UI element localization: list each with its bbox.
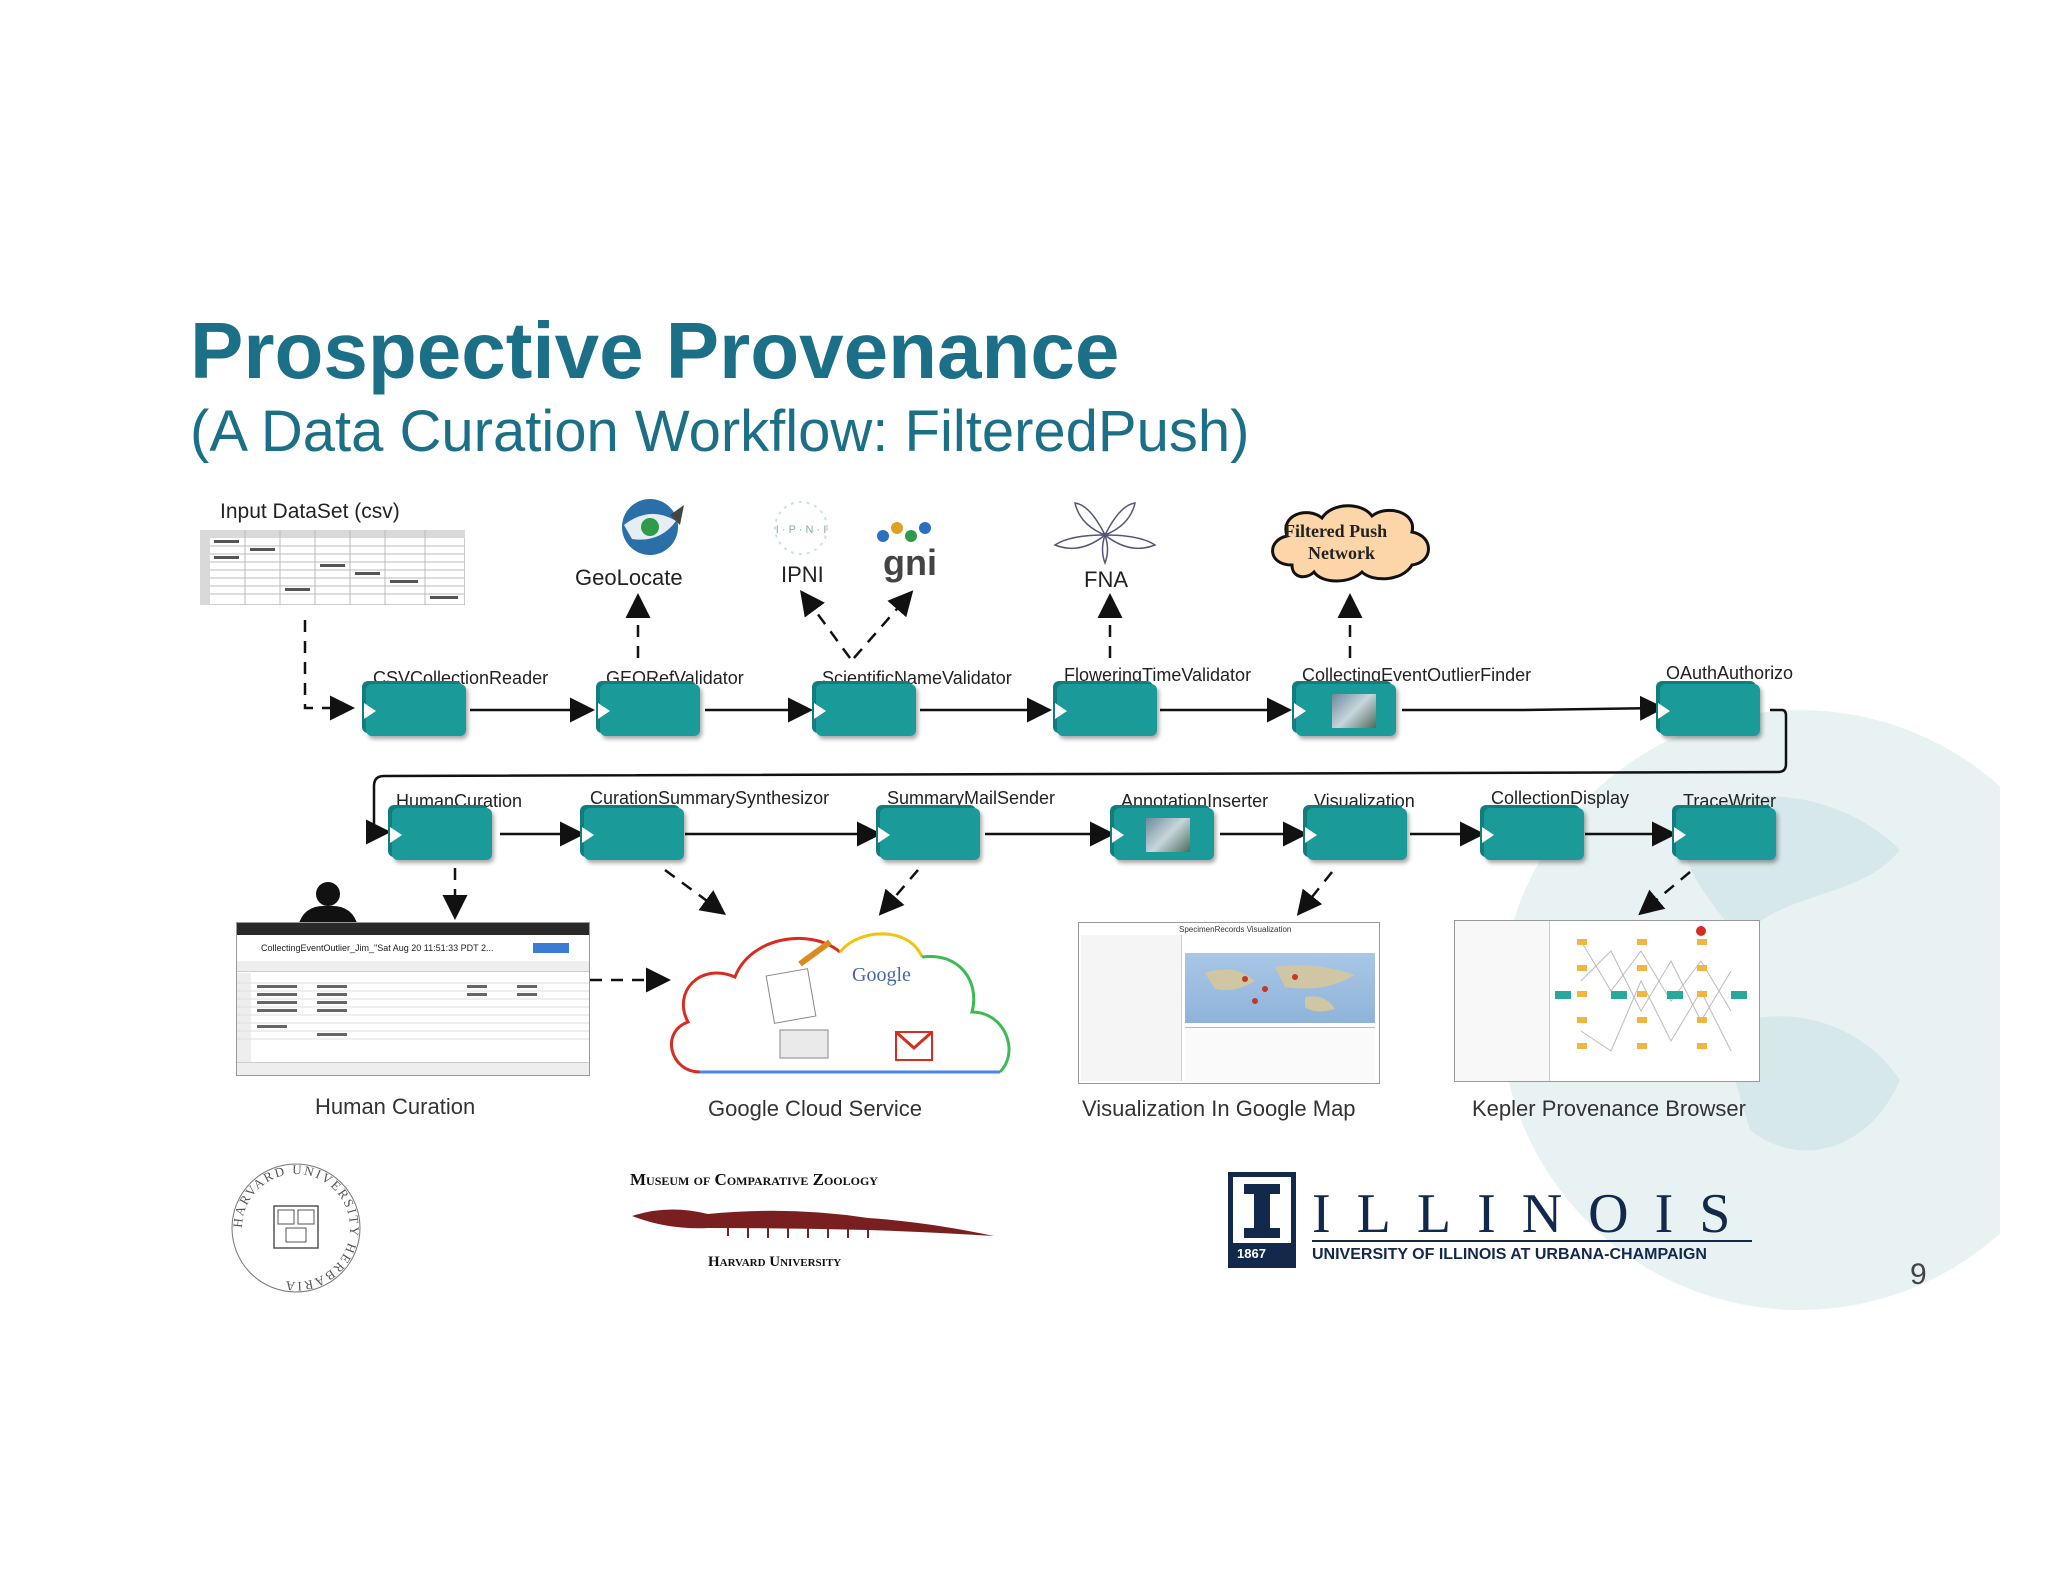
gni-logo-text: gni [883,542,937,583]
illinois-name: ILLINOIS [1312,1183,1757,1245]
spreadsheet-grid [237,973,589,1063]
person-silhouette-icon [298,882,358,926]
geolocate-icon [622,499,684,555]
page-number: 9 [1910,1258,1927,1291]
provenance-graph [1555,926,1747,1052]
filtered-push-line2: Network [1308,543,1375,563]
google-cloud-icon [670,932,1011,1074]
csv-spreadsheet-icon [200,530,465,605]
actor-thumbnail-image [1332,694,1376,728]
gni-dots-icon [877,522,931,542]
caption-google-cloud: Google Cloud Service [708,1096,923,1121]
mcz-bottom-text: Harvard University [708,1254,842,1270]
actor-label-visualization: Visualization [1314,791,1415,811]
map-markers [1205,965,1355,1012]
caption-visualization: Visualization In Google Map [1082,1096,1356,1121]
spreadsheet-title: CollectingEventOutlier_Jim_"Sat Aug 20 1… [261,943,494,953]
slide-subtitle: (A Data Curation Workflow: FilteredPush) [190,399,1250,464]
slide-title: Prospective Provenance [190,306,1120,395]
actor-label-tracewriter: TraceWriter [1683,791,1777,811]
svg-text:I · P · N · I: I · P · N · I [776,524,827,536]
illinois-subtitle: UNIVERSITY OF ILLINOIS AT URBANA-CHAMPAI… [1312,1246,1707,1263]
actor-label-georefvalidator: GEORefValidator [606,668,744,688]
actor-label-collectingeventoutlierfinder: CollectingEventOutlierFinder [1302,665,1532,685]
illinois-divider [1312,1240,1752,1242]
input-dataset-label: Input DataSet (csv) [220,500,400,523]
actor-label-summarymailsender: SummaryMailSender [887,788,1056,808]
ipni-label: IPNI [781,562,824,587]
actor-label-floweringtimevalidator: FloweringTimeValidator [1064,665,1252,685]
actor-label-scientificnamevalidator: ScientificNameValidator [822,668,1012,688]
actor-thumbnail-image [1146,818,1190,852]
actor-label-humancuration: HumanCuration [396,791,523,811]
geolocate-label: GeoLocate [575,565,683,590]
ipni-icon: I · P · N · I [774,501,828,555]
filtered-push-cloud-icon [1271,504,1430,583]
actor-label-curationsummarysynthesizor: CurationSummarySynthesizor [590,788,830,808]
fna-label: FNA [1084,567,1128,592]
mcz-top-text: Museum of Comparative Zoology [630,1170,878,1189]
harvard-herbaria-seal: HARVARD UNIVERSITY HERBARIA [230,1162,361,1294]
actor-label-csvcollectionreader: CSVCollectionReader [373,668,549,688]
human-curation-spreadsheet: CollectingEventOutlier_Jim_"Sat Aug 20 1… [236,922,590,1076]
visualization-map-panel: SpecimenRecords Visualization [1078,922,1380,1084]
filtered-push-line1: Filtered Push [1284,521,1388,541]
actor-label-oauthauthorizo: OAuthAuthorizo [1666,663,1794,683]
map-panel-title: SpecimenRecords Visualization [1179,925,1292,934]
caption-human-curation: Human Curation [315,1094,476,1119]
illinois-block-i-logo [1228,1172,1296,1268]
fna-flower-icon [1053,502,1157,565]
actor-label-annotationinserter: AnnotationInserter [1121,791,1269,811]
mcz-skeleton-logo [632,1209,994,1238]
google-maps-logo: Google [852,964,911,986]
actor-label-collectiondisplay: CollectionDisplay [1491,788,1630,808]
illinois-year: 1867 [1237,1246,1266,1261]
caption-kepler: Kepler Provenance Browser [1472,1096,1746,1121]
kepler-provenance-panel [1454,920,1760,1082]
